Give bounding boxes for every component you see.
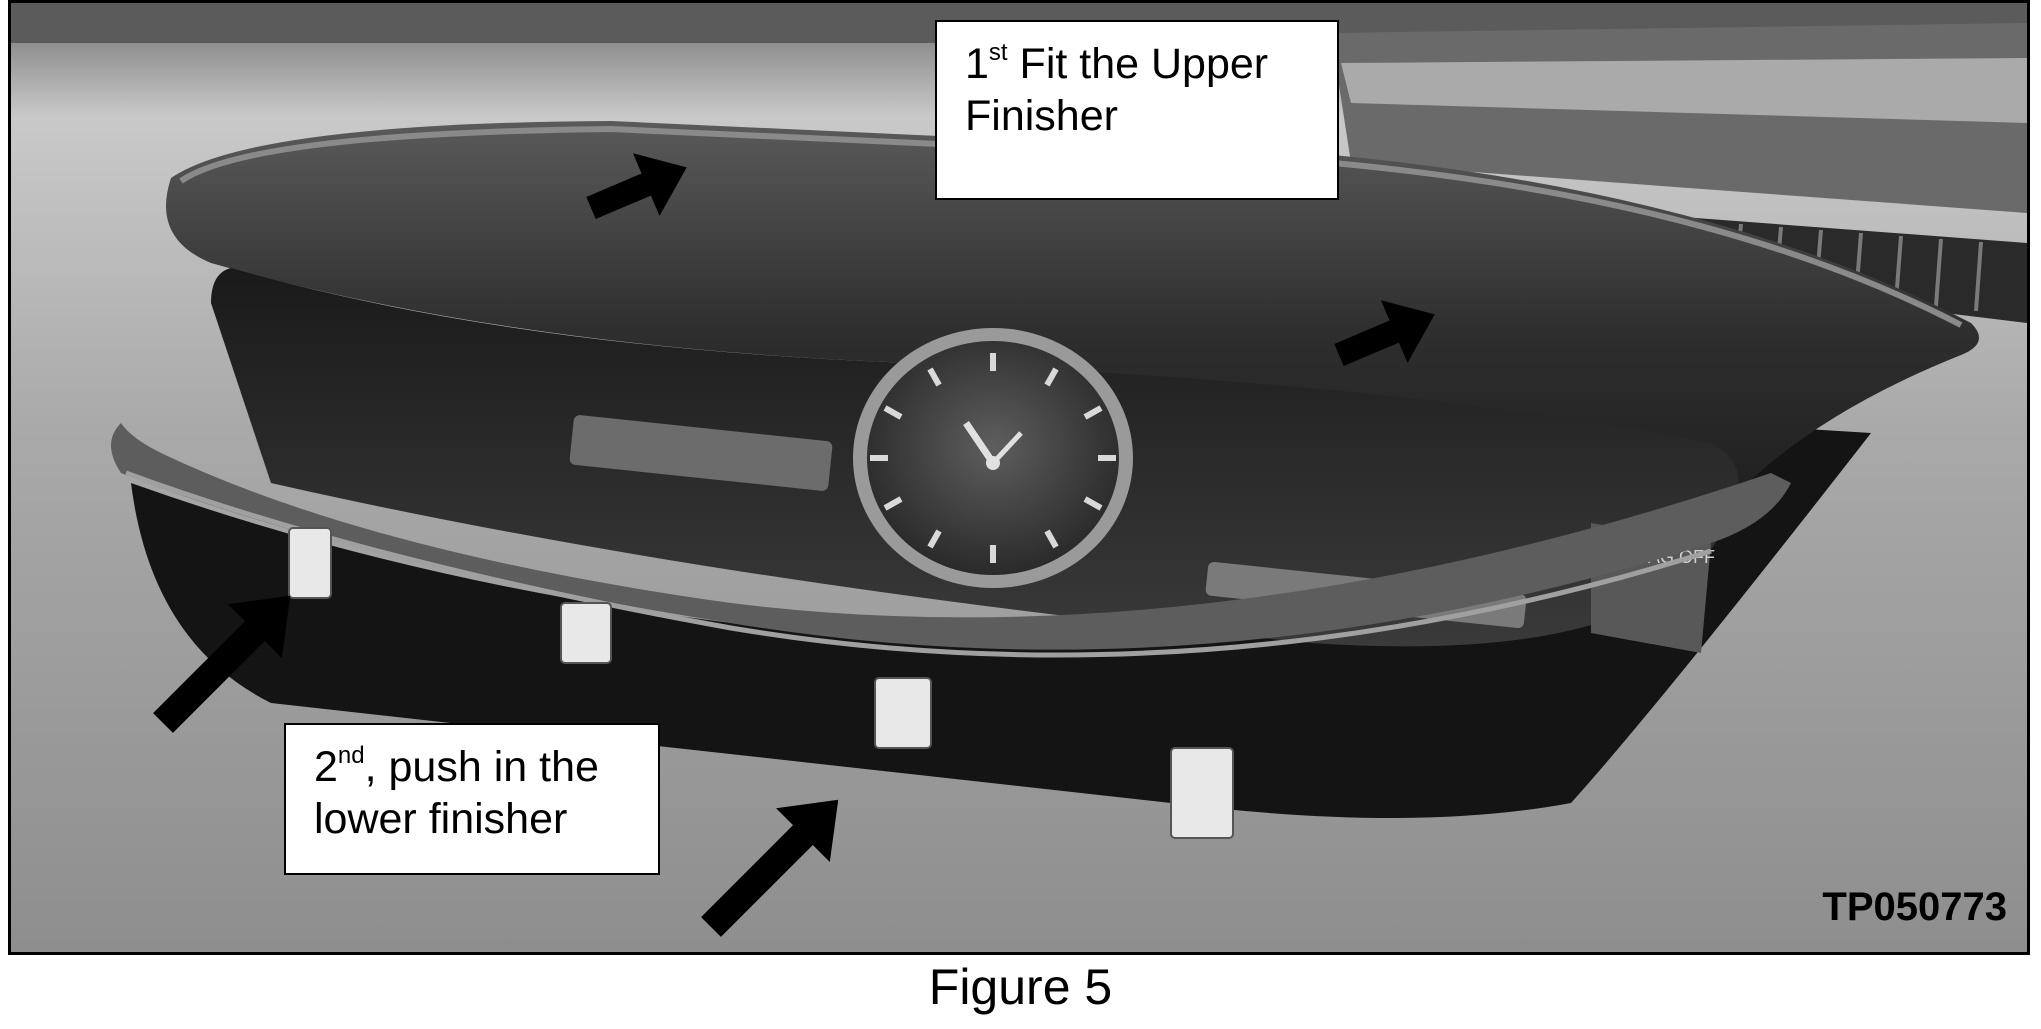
callout-step-suffix: nd bbox=[337, 742, 365, 769]
clock bbox=[853, 328, 1133, 588]
clip bbox=[1170, 747, 1234, 839]
callout-step-number: 2 bbox=[314, 743, 338, 791]
arrow-icon bbox=[153, 595, 291, 733]
photo-id: TP050773 bbox=[1822, 885, 2007, 929]
callout-text: Fit the Upper Finisher bbox=[965, 40, 1269, 140]
arrows bbox=[153, 153, 1435, 937]
upper-finisher-callout: 1st Fit the Upper Finisher bbox=[935, 20, 1339, 200]
callout-step-suffix: st bbox=[988, 39, 1008, 66]
figure-caption: Figure 5 bbox=[928, 959, 1113, 1015]
lower-finisher-callout: 2nd, push in the lower finisher bbox=[284, 723, 660, 875]
arrow-icon bbox=[586, 153, 687, 220]
callout-text: , push in the lower finisher bbox=[314, 743, 599, 843]
clip bbox=[874, 677, 932, 749]
clip bbox=[560, 602, 612, 664]
clip bbox=[288, 527, 332, 599]
arrow-icon bbox=[701, 799, 839, 937]
callout-step-number: 1 bbox=[965, 40, 989, 88]
arrow-icon bbox=[1334, 300, 1435, 367]
